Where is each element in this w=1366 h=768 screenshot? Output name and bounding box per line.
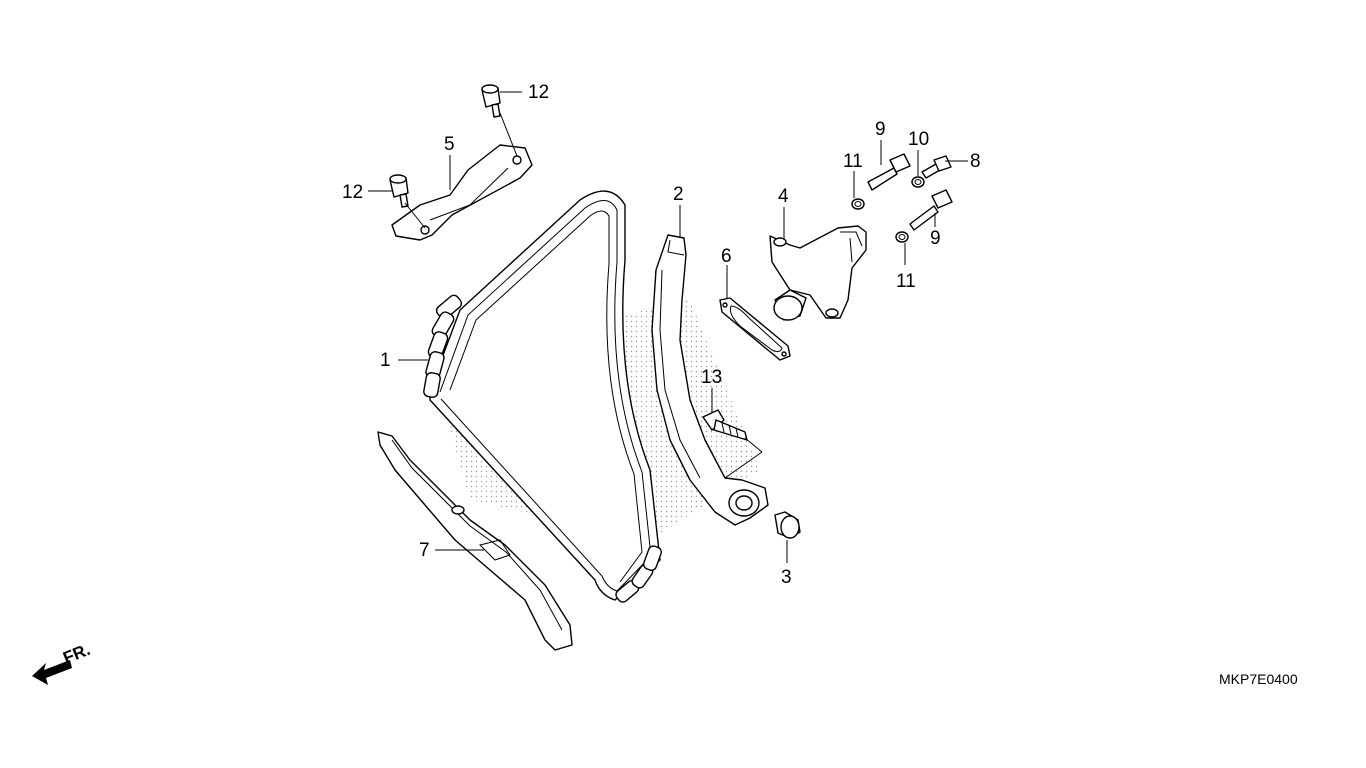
washer-10[interactable] (911, 176, 925, 188)
cam-chain-guide[interactable] (377, 431, 573, 651)
washer-11-lower[interactable] (895, 231, 909, 243)
tensioner-gasket[interactable] (719, 297, 791, 361)
tensioner-lifter[interactable] (769, 225, 867, 321)
callout-11-upper: 11 (843, 151, 863, 172)
callout-7: 7 (419, 540, 430, 561)
cam-chain[interactable] (423, 190, 663, 604)
bolt-9-lower[interactable] (909, 189, 953, 231)
callout-11-lower: 11 (896, 271, 916, 292)
callout-6: 6 (721, 246, 732, 267)
chain-links-left (423, 294, 463, 398)
callout-3: 3 (781, 567, 792, 588)
diagram-code: MKP7E0400 (1219, 671, 1298, 687)
washer-11-upper[interactable] (851, 198, 865, 210)
callout-8: 8 (970, 151, 981, 172)
flange-bolt-12-left[interactable] (389, 174, 409, 208)
callout-1: 1 (380, 350, 391, 371)
flange-bolt-12-top[interactable] (481, 84, 501, 118)
front-direction-arrow: FR. (32, 640, 93, 685)
callout-12-top: 12 (528, 82, 549, 103)
tensioner-arm[interactable] (651, 234, 769, 526)
callout-2: 2 (673, 184, 684, 205)
callouts: 1 2 3 4 5 6 7 8 9 9 10 11 11 12 12 13 (342, 82, 981, 588)
callout-13: 13 (701, 367, 722, 388)
front-direction-label: FR. (60, 640, 93, 668)
guide-plate[interactable] (391, 144, 533, 241)
callout-4: 4 (778, 186, 789, 207)
callout-5: 5 (444, 134, 455, 155)
callout-10: 10 (908, 129, 929, 150)
callout-9-lower: 9 (930, 228, 941, 249)
leader-lines (368, 91, 968, 563)
collar[interactable] (774, 511, 801, 539)
bolt-8[interactable] (921, 155, 952, 179)
bolt-9-upper[interactable] (867, 153, 911, 191)
chain-links-bottom (615, 545, 662, 603)
callout-9-upper: 9 (875, 119, 886, 140)
callout-12-left: 12 (342, 182, 363, 203)
